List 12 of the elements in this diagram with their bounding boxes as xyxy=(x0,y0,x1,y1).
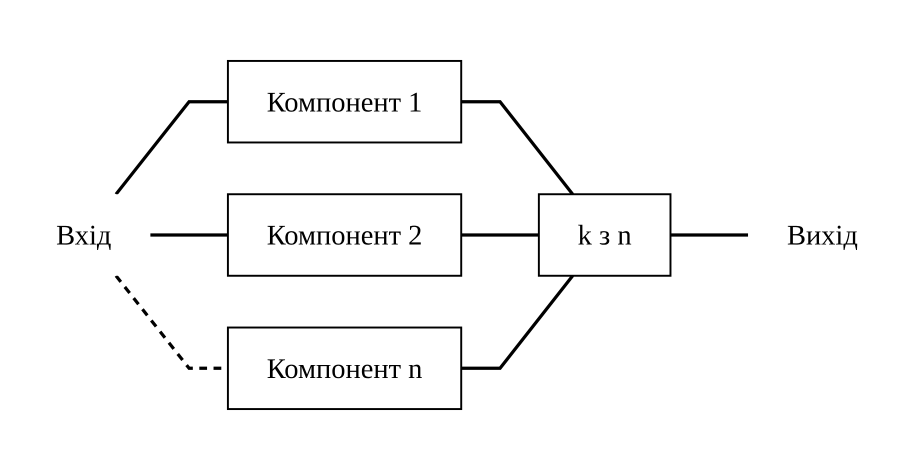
connector xyxy=(114,100,228,195)
connector xyxy=(461,274,574,370)
node-box: k з n xyxy=(538,192,672,276)
node-box: Компонент n xyxy=(226,326,462,410)
node-text: Вхід xyxy=(56,218,112,251)
connector xyxy=(461,100,574,195)
node-box: Компонент 2 xyxy=(226,192,462,276)
node-box: Компонент 1 xyxy=(226,59,462,143)
connector xyxy=(150,232,228,236)
node-text: Вихід xyxy=(786,218,858,251)
connector xyxy=(461,232,539,236)
connector xyxy=(670,232,748,236)
